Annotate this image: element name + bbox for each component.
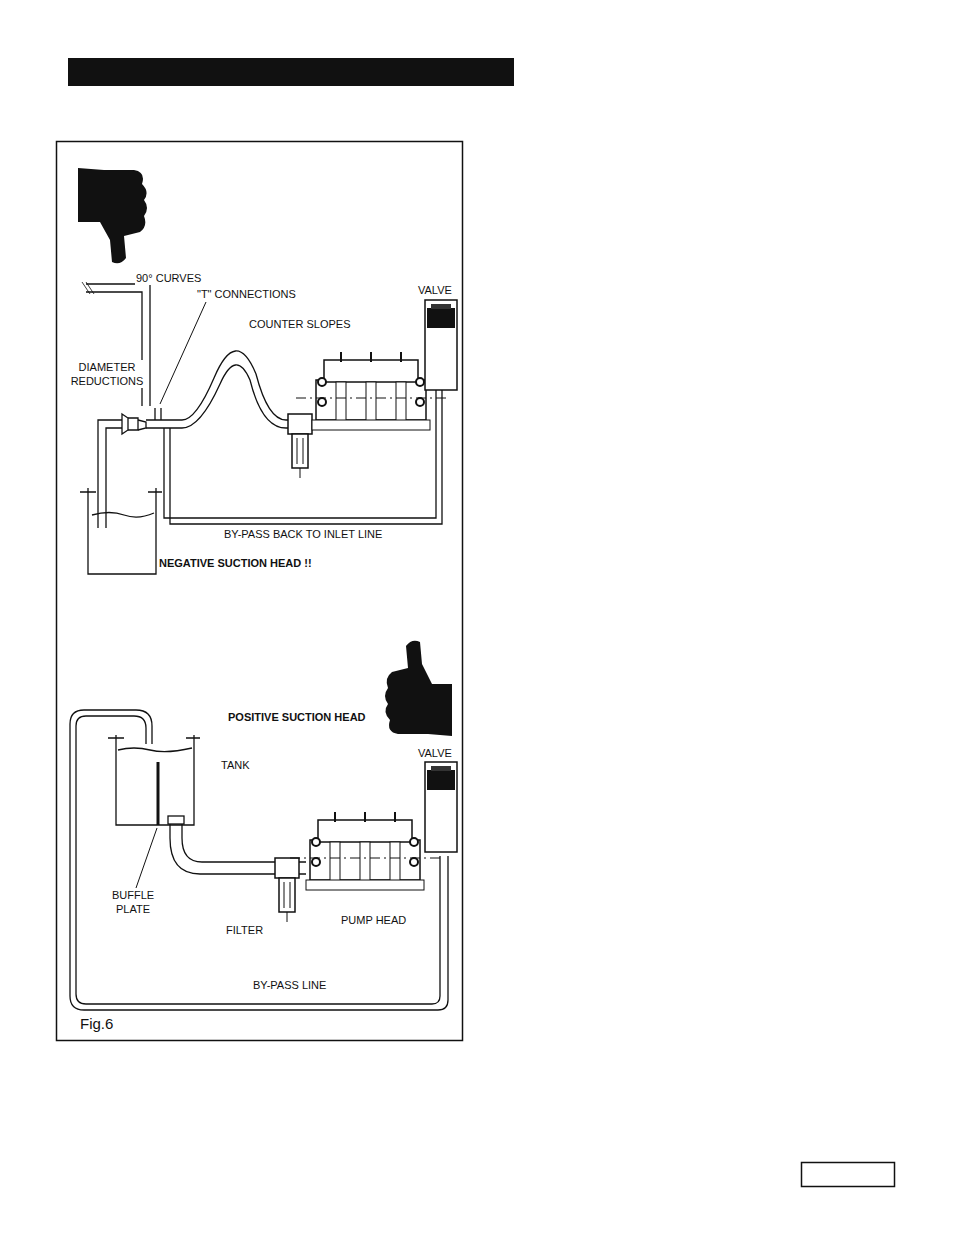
part-label: PUMP HEAD (340, 913, 407, 927)
leader-line (136, 828, 157, 888)
header-bar (68, 58, 514, 86)
figure-frame (57, 142, 463, 1041)
note: NEGATIVE SUCTION HEAD !! (158, 556, 313, 570)
pipe-label: 90° CURVES (135, 271, 202, 285)
figure-caption: Fig.6 (80, 1015, 113, 1032)
leader-line (160, 302, 206, 404)
pipe-label: BY-PASS BACK TO INLET LINE (223, 527, 383, 541)
page-box (802, 1163, 895, 1187)
pipe-label: BY-PASS LINE (252, 978, 327, 992)
part-label: FILTER (225, 923, 264, 937)
pipe-label: COUNTER SLOPES (248, 317, 351, 331)
part-label: BUFFLE PLATE (103, 888, 163, 916)
note: POSITIVE SUCTION HEAD (227, 710, 367, 724)
thumbs-up (385, 641, 452, 736)
pipe-label: DIAMETER REDUCTIONS (68, 360, 146, 388)
part-label: VALVE (417, 746, 453, 760)
thumbs-down (78, 168, 147, 263)
good-piping (70, 710, 448, 1010)
part-label: TANK (220, 758, 251, 772)
part-label: VALVE (417, 283, 453, 297)
pipe-label: "T" CONNECTIONS (196, 287, 297, 301)
